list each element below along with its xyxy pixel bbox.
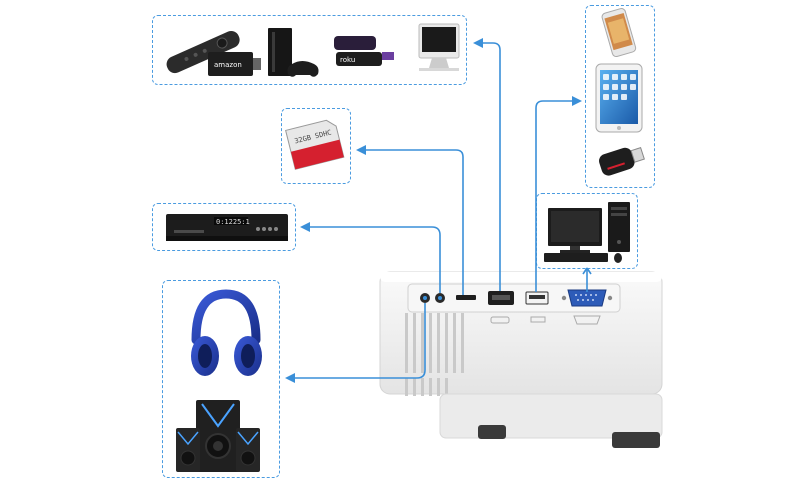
sd-card-slot [456,295,476,300]
tablet [595,63,643,133]
audio-to-headphone-line [285,303,426,383]
roku-brand-label: roku [340,56,355,64]
dvd-display-text: 0:1225:1 [216,218,250,226]
av-to-dvd-line [300,222,441,293]
pc-monitor [548,208,602,253]
projector-foot [612,432,660,448]
game-console [268,28,292,76]
headphones [191,289,262,376]
desktop-monitor [418,23,460,71]
streaming-stick: roku [334,36,394,66]
projector-vent [405,313,464,396]
usb-to-mobile-line [535,96,582,292]
sd-to-card-line [356,145,464,295]
vga-port [567,289,607,307]
keyboard [544,253,608,262]
stick-brand-label: amazon [214,61,242,69]
fire-tv-stick: amazon [208,52,261,76]
speaker-system [176,400,260,472]
projector-foot [478,425,506,439]
pc-tower [608,202,630,252]
sd-card: 32GB SDHC [285,119,345,170]
hdmi-to-devices-line [473,38,501,291]
projector [379,271,663,448]
dvd-player: 0:1225:1 [166,214,288,241]
game-controller [287,61,319,77]
mouse [614,253,622,263]
usb-flash-drive [599,146,645,176]
smartphone [601,8,637,58]
tv-stick-remote [166,30,240,74]
connector-lines [285,38,592,383]
